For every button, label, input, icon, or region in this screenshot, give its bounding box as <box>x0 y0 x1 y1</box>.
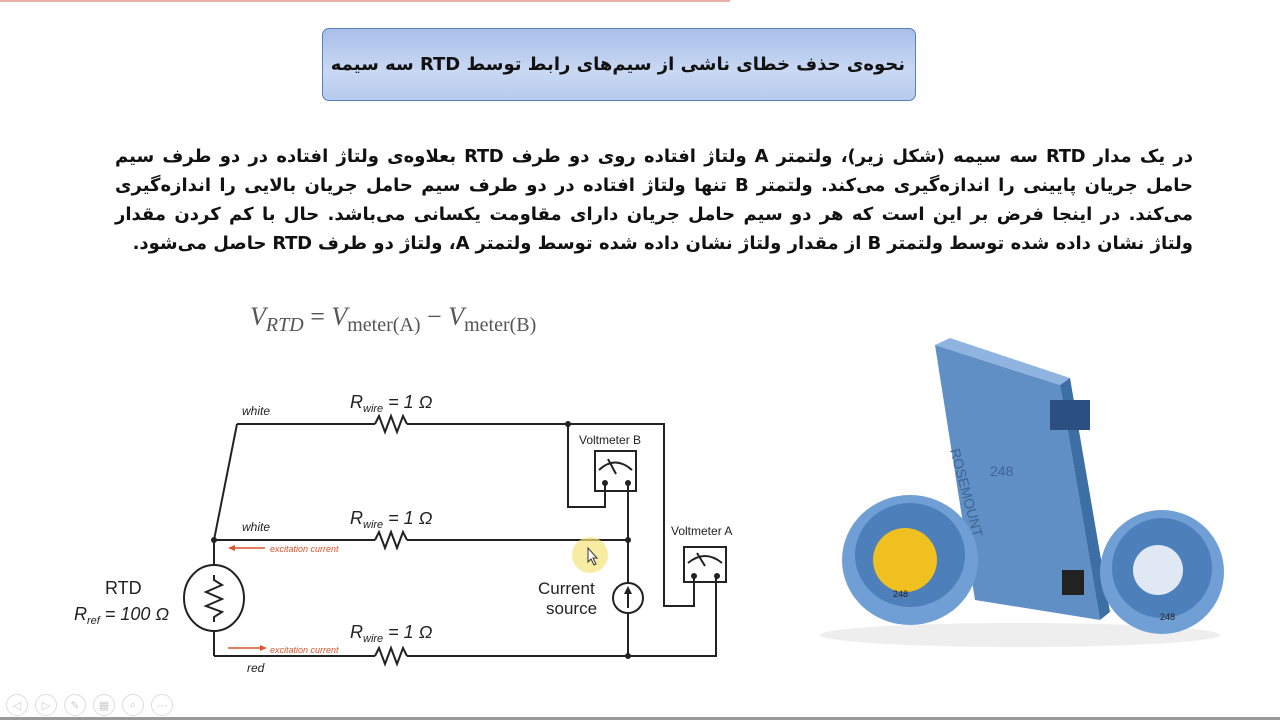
formula-v: V <box>250 302 266 331</box>
slide-title: نحوه‌ی حذف خطای ناشی از سیم‌های رابط توس… <box>330 54 905 75</box>
wire-top-label: white <box>242 404 270 418</box>
formula: VRTD = Vmeter(A) − Vmeter(B) <box>250 302 536 337</box>
slide-title-box: نحوه‌ی حذف خطای ناشی از سیم‌های رابط توس… <box>322 28 916 101</box>
resistor-mid <box>374 529 408 551</box>
current-source-label-1: Current <box>538 579 595 598</box>
pen-icon[interactable]: ✎ <box>64 694 86 716</box>
excitation-label-top: excitation current <box>270 544 339 554</box>
excitation-label-bot: excitation current <box>270 645 339 655</box>
voltmeter-b-label: Voltmeter B <box>579 433 641 447</box>
current-source-label-2: source <box>546 599 597 618</box>
model-text-3: 248 <box>1160 612 1175 622</box>
zoom-icon[interactable]: ⌕ <box>122 694 144 716</box>
formula-minus: − <box>420 302 449 331</box>
resistor-top <box>374 413 408 435</box>
formula-sub: meter(A) <box>347 314 421 337</box>
model-text-2: 248 <box>893 589 908 599</box>
product-photo: ROSEMOUNT 248 248 248 <box>820 338 1224 647</box>
voltmeter-a <box>683 546 727 583</box>
formula-sub: meter(B) <box>464 314 537 337</box>
formula-v: V <box>448 302 465 331</box>
wire-bot-label: red <box>247 661 265 675</box>
rtd-label: RTD <box>105 578 142 598</box>
current-source <box>612 582 644 614</box>
voltmeter-a-label: Voltmeter A <box>671 524 732 538</box>
wire-mid-label: white <box>242 520 270 534</box>
previous-icon[interactable]: ◁ <box>6 694 28 716</box>
resistor-bot <box>374 645 408 667</box>
next-icon[interactable]: ▷ <box>35 694 57 716</box>
voltmeter-b <box>594 450 637 492</box>
formula-eq: = <box>303 302 332 331</box>
rref-label: Rref = 100 Ω <box>74 604 169 627</box>
rwire-label-mid: Rwire = 1 Ω <box>350 508 433 531</box>
slides-icon[interactable]: ▦ <box>93 694 115 716</box>
more-icon[interactable]: ⋯ <box>151 694 173 716</box>
top-accent-line <box>0 0 730 2</box>
mouse-cursor-icon <box>587 546 599 566</box>
formula-sub: RTD <box>265 314 304 337</box>
formula-v: V <box>331 302 348 331</box>
rwire-label-top: Rwire = 1 Ω <box>350 392 433 415</box>
model-text: 248 <box>990 463 1014 479</box>
body-paragraph: در یک مدار RTD سه سیمه (شکل زیر)، ولتمتر… <box>115 146 1193 254</box>
bottom-bar <box>0 717 1280 720</box>
slideshow-controls: ◁ ▷ ✎ ▦ ⌕ ⋯ <box>6 694 173 716</box>
rwire-label-bot: Rwire = 1 Ω <box>350 622 433 645</box>
rtd-symbol <box>183 564 245 632</box>
